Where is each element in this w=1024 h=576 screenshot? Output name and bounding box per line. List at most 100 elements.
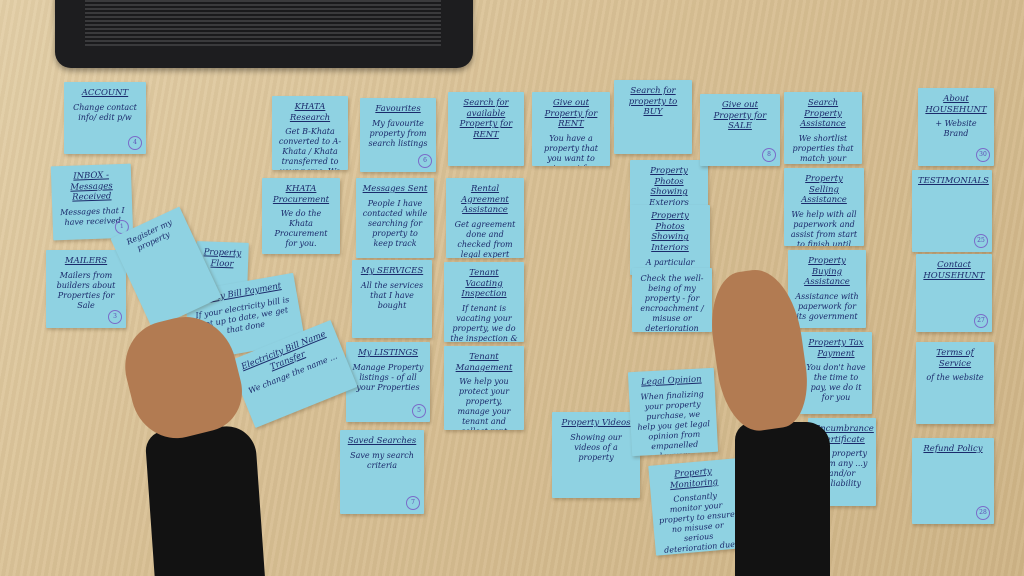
sticky-note-body: Save my search criteria xyxy=(350,450,414,470)
sticky-note-title: Property Photos Showing Interiors xyxy=(651,211,689,253)
sticky-note-body: + Website Brand xyxy=(935,119,977,139)
sticky-note-body: My favourite property from search listin… xyxy=(368,118,428,148)
sticky-note-title: Property Monitoring xyxy=(669,466,719,491)
sticky-note-title: Terms of Service xyxy=(936,348,974,369)
sticky-note-body: All the services that I have bought xyxy=(360,280,424,310)
sticky-note: Search for available Property for RENT xyxy=(448,92,524,166)
sticky-note-body: Constantly monitor your property to ensu… xyxy=(658,491,736,556)
sticky-note: My LISTINGS Manage Property listings - of… xyxy=(346,342,430,422)
sticky-note-body: People I have contacted while searching … xyxy=(362,198,428,248)
sticky-note-title: Legal Opinion xyxy=(640,374,702,388)
sticky-note: Refund Policy 28 xyxy=(912,438,994,524)
sticky-note-body: Check the well-being of my property - fo… xyxy=(640,274,704,332)
sticky-note-title: ACCOUNT xyxy=(81,88,129,98)
right-sleeve xyxy=(735,422,830,576)
sticky-note-body: Showing our videos of a property xyxy=(570,432,622,462)
sticky-note-title: Search Property Assistance xyxy=(800,98,846,130)
sticky-note-number: 5 xyxy=(412,404,426,418)
sticky-note-title: Refund Policy xyxy=(923,444,983,454)
sticky-note: Tenant Management We help you protect you… xyxy=(444,346,524,430)
sticky-note-number: 28 xyxy=(976,506,990,520)
sticky-note-title: TESTIMONIALS xyxy=(918,176,989,186)
sticky-note-title: Search for available Property for RENT xyxy=(459,98,513,140)
sticky-note-title: Encumbrance Certificate xyxy=(814,424,874,445)
sticky-note-body: Get B-Khata converted to A-Khata / Khata… xyxy=(278,127,342,170)
sticky-note-title: Property Photos Showing Exteriors xyxy=(649,166,689,208)
sticky-note-body: You don't have the time to pay, we do it… xyxy=(806,363,866,403)
sticky-note-number: 4 xyxy=(128,136,142,150)
sticky-note-title: Saved Searches xyxy=(347,436,417,446)
sticky-note-number: 7 xyxy=(406,496,420,510)
sticky-note: ACCOUNT Change contact info/ edit p/w 4 xyxy=(64,82,146,154)
sticky-note-number: 3 xyxy=(108,310,122,324)
left-sleeve xyxy=(144,424,266,576)
sticky-note-title: Property Floor xyxy=(203,247,242,270)
sticky-note-number: 6 xyxy=(418,154,432,168)
sticky-note-body: We help you protect your property, manag… xyxy=(457,377,511,430)
sticky-note: Property Photos Showing ExteriorsA parti… xyxy=(630,160,708,208)
sticky-note-title: My LISTINGS xyxy=(357,348,419,358)
sticky-note-title: Favourites xyxy=(375,104,421,114)
sticky-note-title: KHATA Procurement xyxy=(272,184,330,205)
sticky-note-title: Property Selling Assistance xyxy=(801,174,847,206)
sticky-note-title: Give out Property for SALE xyxy=(713,100,767,132)
sticky-note: Check the well-being of my property - fo… xyxy=(632,268,712,332)
sticky-note-title: MAILERS xyxy=(64,256,108,266)
sticky-note-body: We do the Khata Procurement for you. xyxy=(274,209,328,249)
sticky-note-body: We help with all paperwork and assist fr… xyxy=(790,209,858,246)
sticky-note-title: KHATA Research xyxy=(289,102,331,123)
sticky-note-title: My SERVICES xyxy=(360,266,424,276)
sticky-note-title: INBOX - Messages Received xyxy=(70,170,113,203)
sticky-note-number: 8 xyxy=(762,148,776,162)
sticky-note-body: Mailers from builders about Properties f… xyxy=(56,270,116,310)
sticky-note-body: You have a property that you want to giv… xyxy=(543,133,599,166)
sticky-note-title: About HOUSEHUNT xyxy=(925,94,987,115)
sticky-note-title: Property Videos xyxy=(561,418,631,428)
sticky-note-title: Property Tax Payment xyxy=(808,338,864,359)
sticky-note-body: We shortlist properties that match your … xyxy=(791,133,856,164)
sticky-note-body: If tenant is vacating your property, we … xyxy=(450,303,518,342)
sticky-note-title: Property Buying Assistance xyxy=(804,256,850,288)
sticky-note: KHATA Procurement We do the Khata Procure… xyxy=(262,178,340,254)
sticky-note: Favourites My favourite property from sea… xyxy=(360,98,436,172)
sticky-note-body: Assistance with paperwork for its govern… xyxy=(795,291,859,321)
sticky-note-body: Change contact info/ edit p/w xyxy=(73,102,137,122)
device-grille xyxy=(85,0,441,46)
sticky-note: TESTIMONIALS 25 xyxy=(912,170,992,252)
sticky-note-title: Tenant Management xyxy=(455,352,513,373)
sticky-note: Give out Property for SALE 8 xyxy=(700,94,780,166)
sticky-note: MAILERS Mailers from builders about Prope… xyxy=(46,250,126,328)
sticky-note: Search for property to BUY xyxy=(614,80,692,154)
sticky-note-title: Rental Agreement Assistance xyxy=(461,184,509,216)
sticky-note-body: When finalizing your property purchase, … xyxy=(637,389,711,457)
sticky-note-title: Contact HOUSEHUNT xyxy=(923,260,985,281)
sticky-note-title: Search for property to BUY xyxy=(628,86,678,118)
sticky-note-body: of the website xyxy=(926,373,984,383)
sticky-note: Contact HOUSEHUNT 27 xyxy=(916,254,992,332)
sticky-note-number: 30 xyxy=(976,148,990,162)
sticky-note: Terms of Service of the website xyxy=(916,342,994,424)
sticky-note-title: Messages Sent xyxy=(362,184,428,194)
sticky-note-body: Manage Property listings - of all your P… xyxy=(352,362,424,392)
sticky-note-number: 25 xyxy=(974,234,988,248)
sticky-note-title: Give out Property for RENT xyxy=(544,98,598,130)
sticky-note-number: 27 xyxy=(974,314,988,328)
sticky-note-body: ...e property from any ...y and/or ...li… xyxy=(816,449,868,489)
sticky-note-body: Get agreement done and checked from lega… xyxy=(454,219,516,258)
sticky-note: About HOUSEHUNT + Website Brand 30 xyxy=(918,88,994,166)
